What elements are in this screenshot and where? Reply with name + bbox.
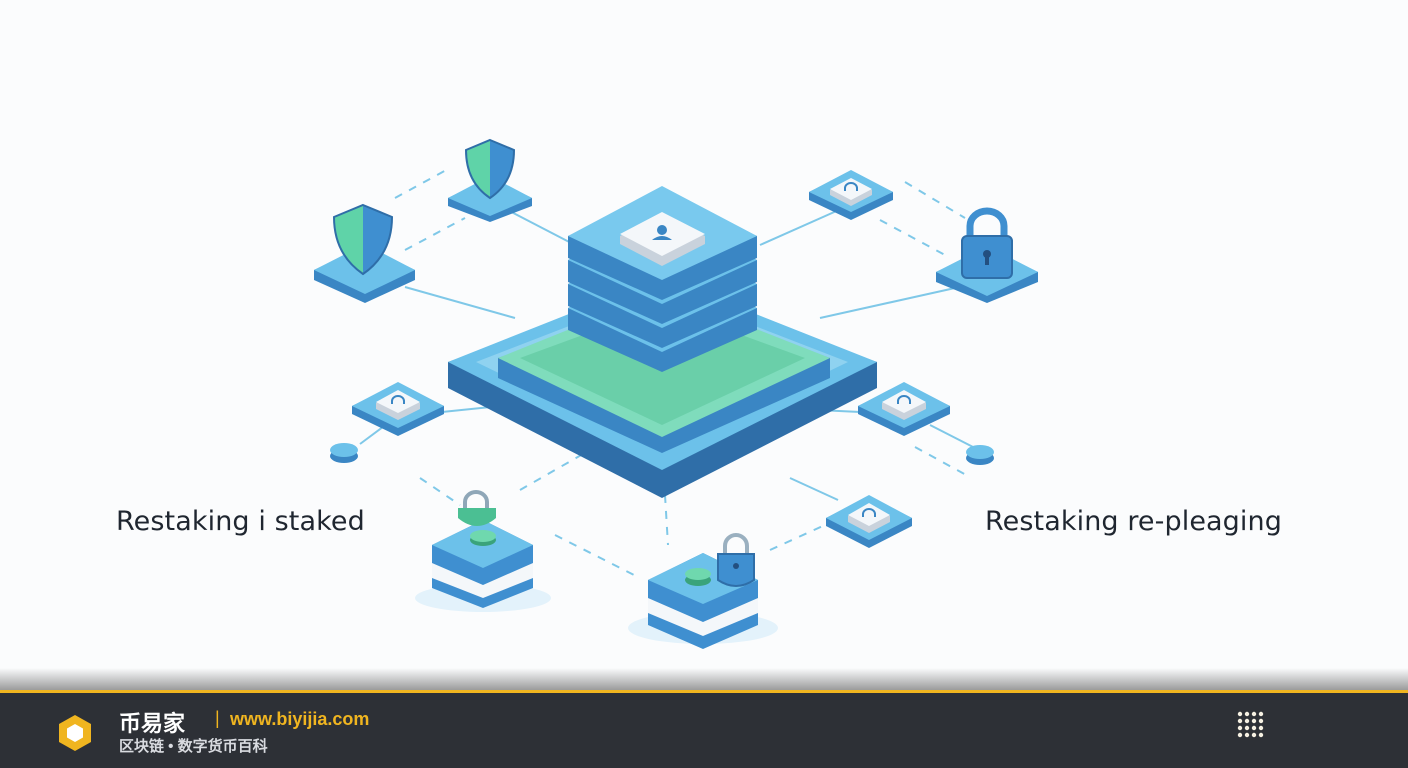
lock-icon xyxy=(844,182,858,191)
dots-grid-icon[interactable] xyxy=(1235,709,1267,741)
brand-name: 币易家 xyxy=(119,711,186,736)
vault-node-center xyxy=(628,533,778,649)
lock-node-top-right xyxy=(809,170,893,220)
restaking-diagram: Restaking i staked Restaking re-pleaging xyxy=(116,138,1282,649)
central-stack xyxy=(568,186,757,372)
footer-shadow xyxy=(0,668,1408,692)
lock-node-right-mid xyxy=(858,382,950,436)
lock-node-left-mid xyxy=(352,382,444,436)
site-url-link[interactable]: www.biyijia.com xyxy=(230,709,370,729)
brand-separator: | xyxy=(215,708,220,728)
vault-node-left xyxy=(415,490,551,612)
lock-icon xyxy=(961,207,1013,279)
diagram-canvas xyxy=(314,138,1038,649)
site-footer-banner: 币易家 | www.biyijia.com 区块链 • 数字货币百科 xyxy=(0,690,1408,768)
end-node-left xyxy=(330,443,358,463)
end-node-right xyxy=(966,445,994,465)
lock-icon xyxy=(458,490,496,526)
restaking-repledging-label: Restaking re-pleaging xyxy=(985,506,1282,537)
hexagon-logo-icon xyxy=(59,715,91,751)
shield-node-left xyxy=(314,203,415,303)
shield-icon xyxy=(464,138,516,200)
brand-tagline: 区块链 • 数字货币百科 xyxy=(119,738,268,755)
coin-icon xyxy=(470,530,496,546)
lock-icon xyxy=(717,533,755,587)
lock-node-right xyxy=(936,207,1038,303)
user-icon xyxy=(620,212,705,266)
shield-icon xyxy=(332,203,394,276)
lock-node-lower-right xyxy=(826,495,912,548)
coin-icon xyxy=(685,568,711,586)
restaking-staked-label: Restaking i staked xyxy=(116,506,365,537)
shield-node-top xyxy=(448,138,532,222)
